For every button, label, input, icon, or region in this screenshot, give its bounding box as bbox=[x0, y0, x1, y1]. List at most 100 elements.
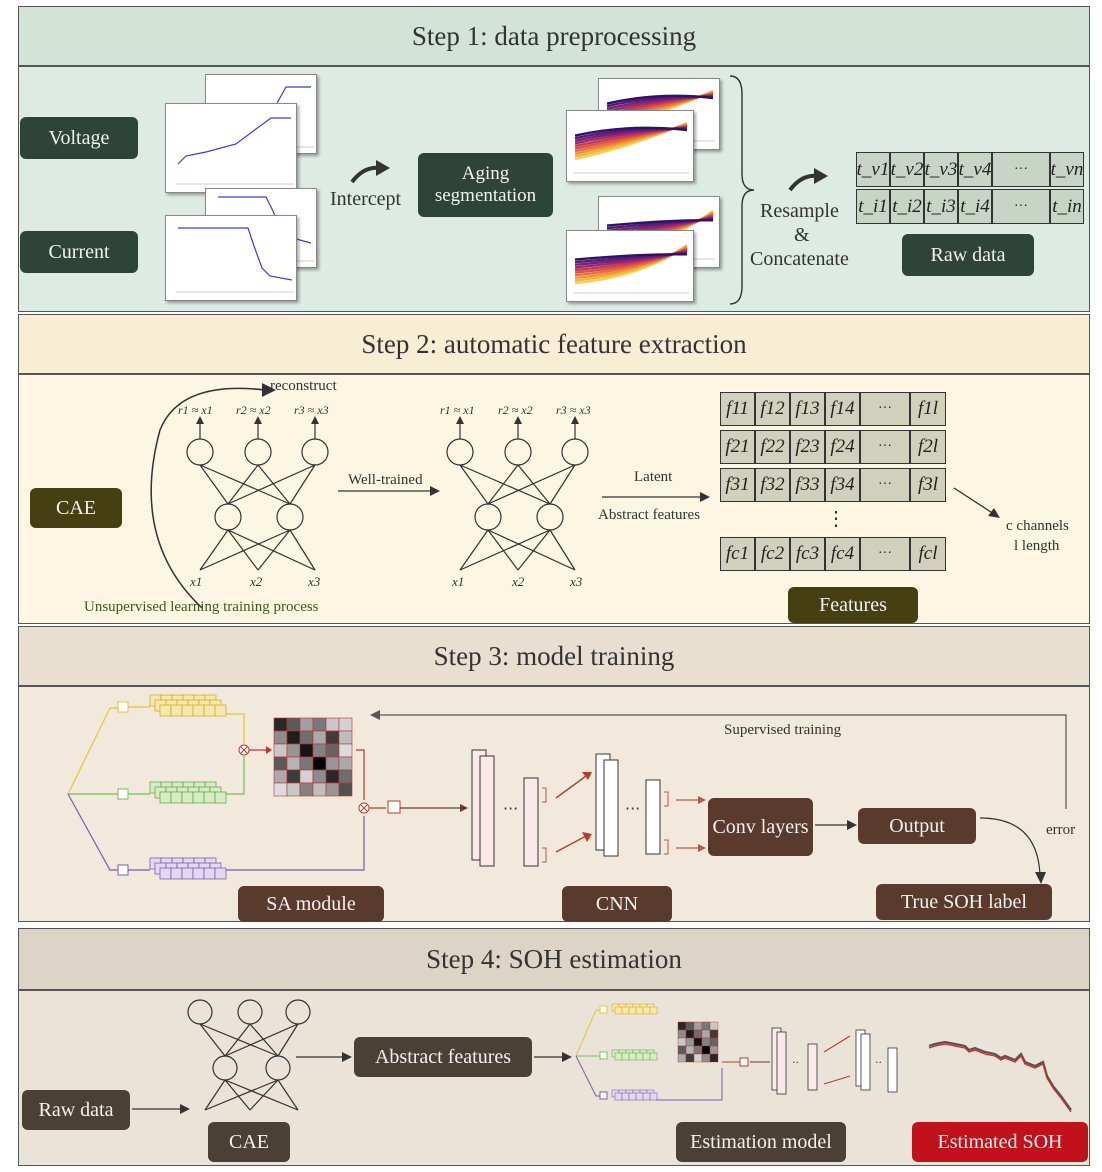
tv-cell: ··· bbox=[992, 152, 1050, 187]
feature-cell: fc2 bbox=[755, 537, 790, 571]
cae-estimation-network bbox=[187, 999, 311, 1111]
step4-header: Step 4: SOH estimation bbox=[18, 928, 1090, 990]
curly-brace bbox=[729, 75, 755, 305]
cae-trained-network bbox=[446, 416, 589, 571]
feature-cell: f24 bbox=[825, 430, 860, 464]
feature-cell: f13 bbox=[790, 392, 825, 426]
soh-curve bbox=[928, 1040, 1072, 1113]
feature-cell: ··· bbox=[860, 430, 910, 464]
tv-cell: t_v4 bbox=[958, 152, 992, 187]
supervised-training-label: Supervised training bbox=[724, 722, 842, 738]
output-label: r2 ≈ x2 bbox=[236, 403, 271, 417]
feature-cell: f2l bbox=[910, 430, 946, 464]
feature-cell: f34 bbox=[825, 468, 860, 502]
unsupervised-label: Unsupervised learning training process bbox=[84, 599, 319, 615]
feature-cell: fcl bbox=[910, 537, 946, 571]
cae-to-features-arrow bbox=[296, 1052, 352, 1062]
tv-cell: t_v2 bbox=[890, 152, 924, 187]
feature-cell: f3l bbox=[910, 468, 946, 502]
output-label: r3 ≈ x3 bbox=[556, 403, 591, 417]
feature-cell: f21 bbox=[720, 430, 755, 464]
intercept-arrow-icon bbox=[350, 160, 390, 184]
feature-cell: ··· bbox=[860, 537, 910, 571]
ti-cell: ··· bbox=[992, 189, 1050, 224]
feature-cell: f33 bbox=[790, 468, 825, 502]
step3-panel bbox=[18, 686, 1090, 922]
voltage-label: Voltage bbox=[20, 117, 138, 159]
well-trained-label: Well-trained bbox=[348, 472, 423, 488]
cae-estimation-label: CAE bbox=[208, 1122, 290, 1162]
aging-plot-1-front bbox=[566, 110, 694, 182]
latent-arrow bbox=[602, 492, 710, 502]
ampersand-label: & bbox=[794, 224, 810, 246]
ti-cell: t_i1 bbox=[856, 189, 890, 224]
feature-cell: ··· bbox=[860, 468, 910, 502]
step3-title: Step 3: model training bbox=[433, 640, 675, 671]
input-label: x1 bbox=[452, 574, 465, 589]
tv-cell: t_v3 bbox=[924, 152, 958, 187]
input-label: x2 bbox=[512, 574, 525, 589]
step2-title: Step 2: automatic feature extraction bbox=[361, 328, 747, 359]
svg-text:···: ··· bbox=[625, 799, 640, 818]
raw-to-cae-arrow bbox=[132, 1104, 190, 1114]
error-arrow bbox=[979, 817, 1046, 884]
input-label: x2 bbox=[250, 574, 263, 589]
ti-cell: t_i2 bbox=[890, 189, 924, 224]
feature-cell: fc4 bbox=[825, 537, 860, 571]
abstract-features-box: Abstract features bbox=[354, 1037, 532, 1077]
feature-cell: fc1 bbox=[720, 537, 755, 571]
estimation-model-label: Estimation model bbox=[676, 1122, 846, 1162]
input-label: x3 bbox=[570, 574, 583, 589]
tv-cell: t_v1 bbox=[856, 152, 890, 187]
latent-label: Latent bbox=[634, 469, 673, 485]
output-label: r3 ≈ x3 bbox=[294, 403, 329, 417]
step3-header: Step 3: model training bbox=[18, 626, 1090, 686]
resample-label: Resample bbox=[760, 200, 839, 222]
tv-cell: t_vn bbox=[1050, 152, 1084, 187]
sa-module-label: SA module bbox=[238, 886, 384, 922]
input-label: x3 bbox=[308, 574, 321, 589]
feature-cell: f22 bbox=[755, 430, 790, 464]
feature-cell: fc3 bbox=[790, 537, 825, 571]
conv-to-output-arrow bbox=[815, 820, 857, 830]
feature-cell: f12 bbox=[755, 392, 790, 426]
output-box-label: Output bbox=[858, 808, 976, 844]
feature-cell: f32 bbox=[755, 468, 790, 502]
step2-header: Step 2: automatic feature extraction bbox=[18, 314, 1090, 374]
vdots: ⋮ bbox=[826, 508, 846, 530]
current-plot-front bbox=[165, 215, 297, 301]
l-length-label: l length bbox=[1014, 538, 1060, 554]
c-channels-label: c channels bbox=[1006, 518, 1069, 534]
cnn-diagram: ··· ··· bbox=[400, 749, 706, 867]
svg-text:··: ·· bbox=[792, 1056, 799, 1069]
ti-cell: t_i4 bbox=[958, 189, 992, 224]
ti-cell: t_in bbox=[1050, 189, 1084, 224]
well-trained-arrow bbox=[338, 486, 440, 496]
output-label: r1 ≈ x1 bbox=[440, 403, 475, 417]
raw-data-input-label: Raw data bbox=[22, 1090, 130, 1130]
input-label: x1 bbox=[190, 574, 203, 589]
aging-segmentation-label: Aging segmentation bbox=[418, 153, 553, 217]
feature-cell: f14 bbox=[825, 392, 860, 426]
feature-cell: f31 bbox=[720, 468, 755, 502]
conv-layers-label: Conv layers bbox=[708, 798, 813, 856]
step4-panel bbox=[18, 990, 1090, 1166]
cae-label: CAE bbox=[30, 488, 122, 528]
svg-text:···: ··· bbox=[503, 799, 518, 818]
concatenate-label: Concatenate bbox=[750, 248, 849, 270]
step4-title: Step 4: SOH estimation bbox=[426, 943, 682, 974]
raw-data-label: Raw data bbox=[902, 234, 1034, 276]
channels-arrow bbox=[953, 487, 1000, 518]
aging-plot-2-front bbox=[566, 230, 694, 302]
output-label: r1 ≈ x1 bbox=[178, 403, 213, 417]
svg-text:··: ·· bbox=[875, 1056, 882, 1069]
step1-header: Step 1: data preprocessing bbox=[18, 6, 1090, 66]
ti-cell: t_i3 bbox=[924, 189, 958, 224]
feature-cell: f1l bbox=[910, 392, 946, 426]
feature-cell: f23 bbox=[790, 430, 825, 464]
intercept-label: Intercept bbox=[330, 188, 402, 210]
features-to-model-arrow bbox=[534, 1052, 572, 1062]
reconstruct-label: reconstruct bbox=[270, 378, 337, 394]
abstract-features-label: Abstract features bbox=[598, 507, 701, 523]
supervised-feedback-arrow bbox=[370, 710, 1067, 809]
